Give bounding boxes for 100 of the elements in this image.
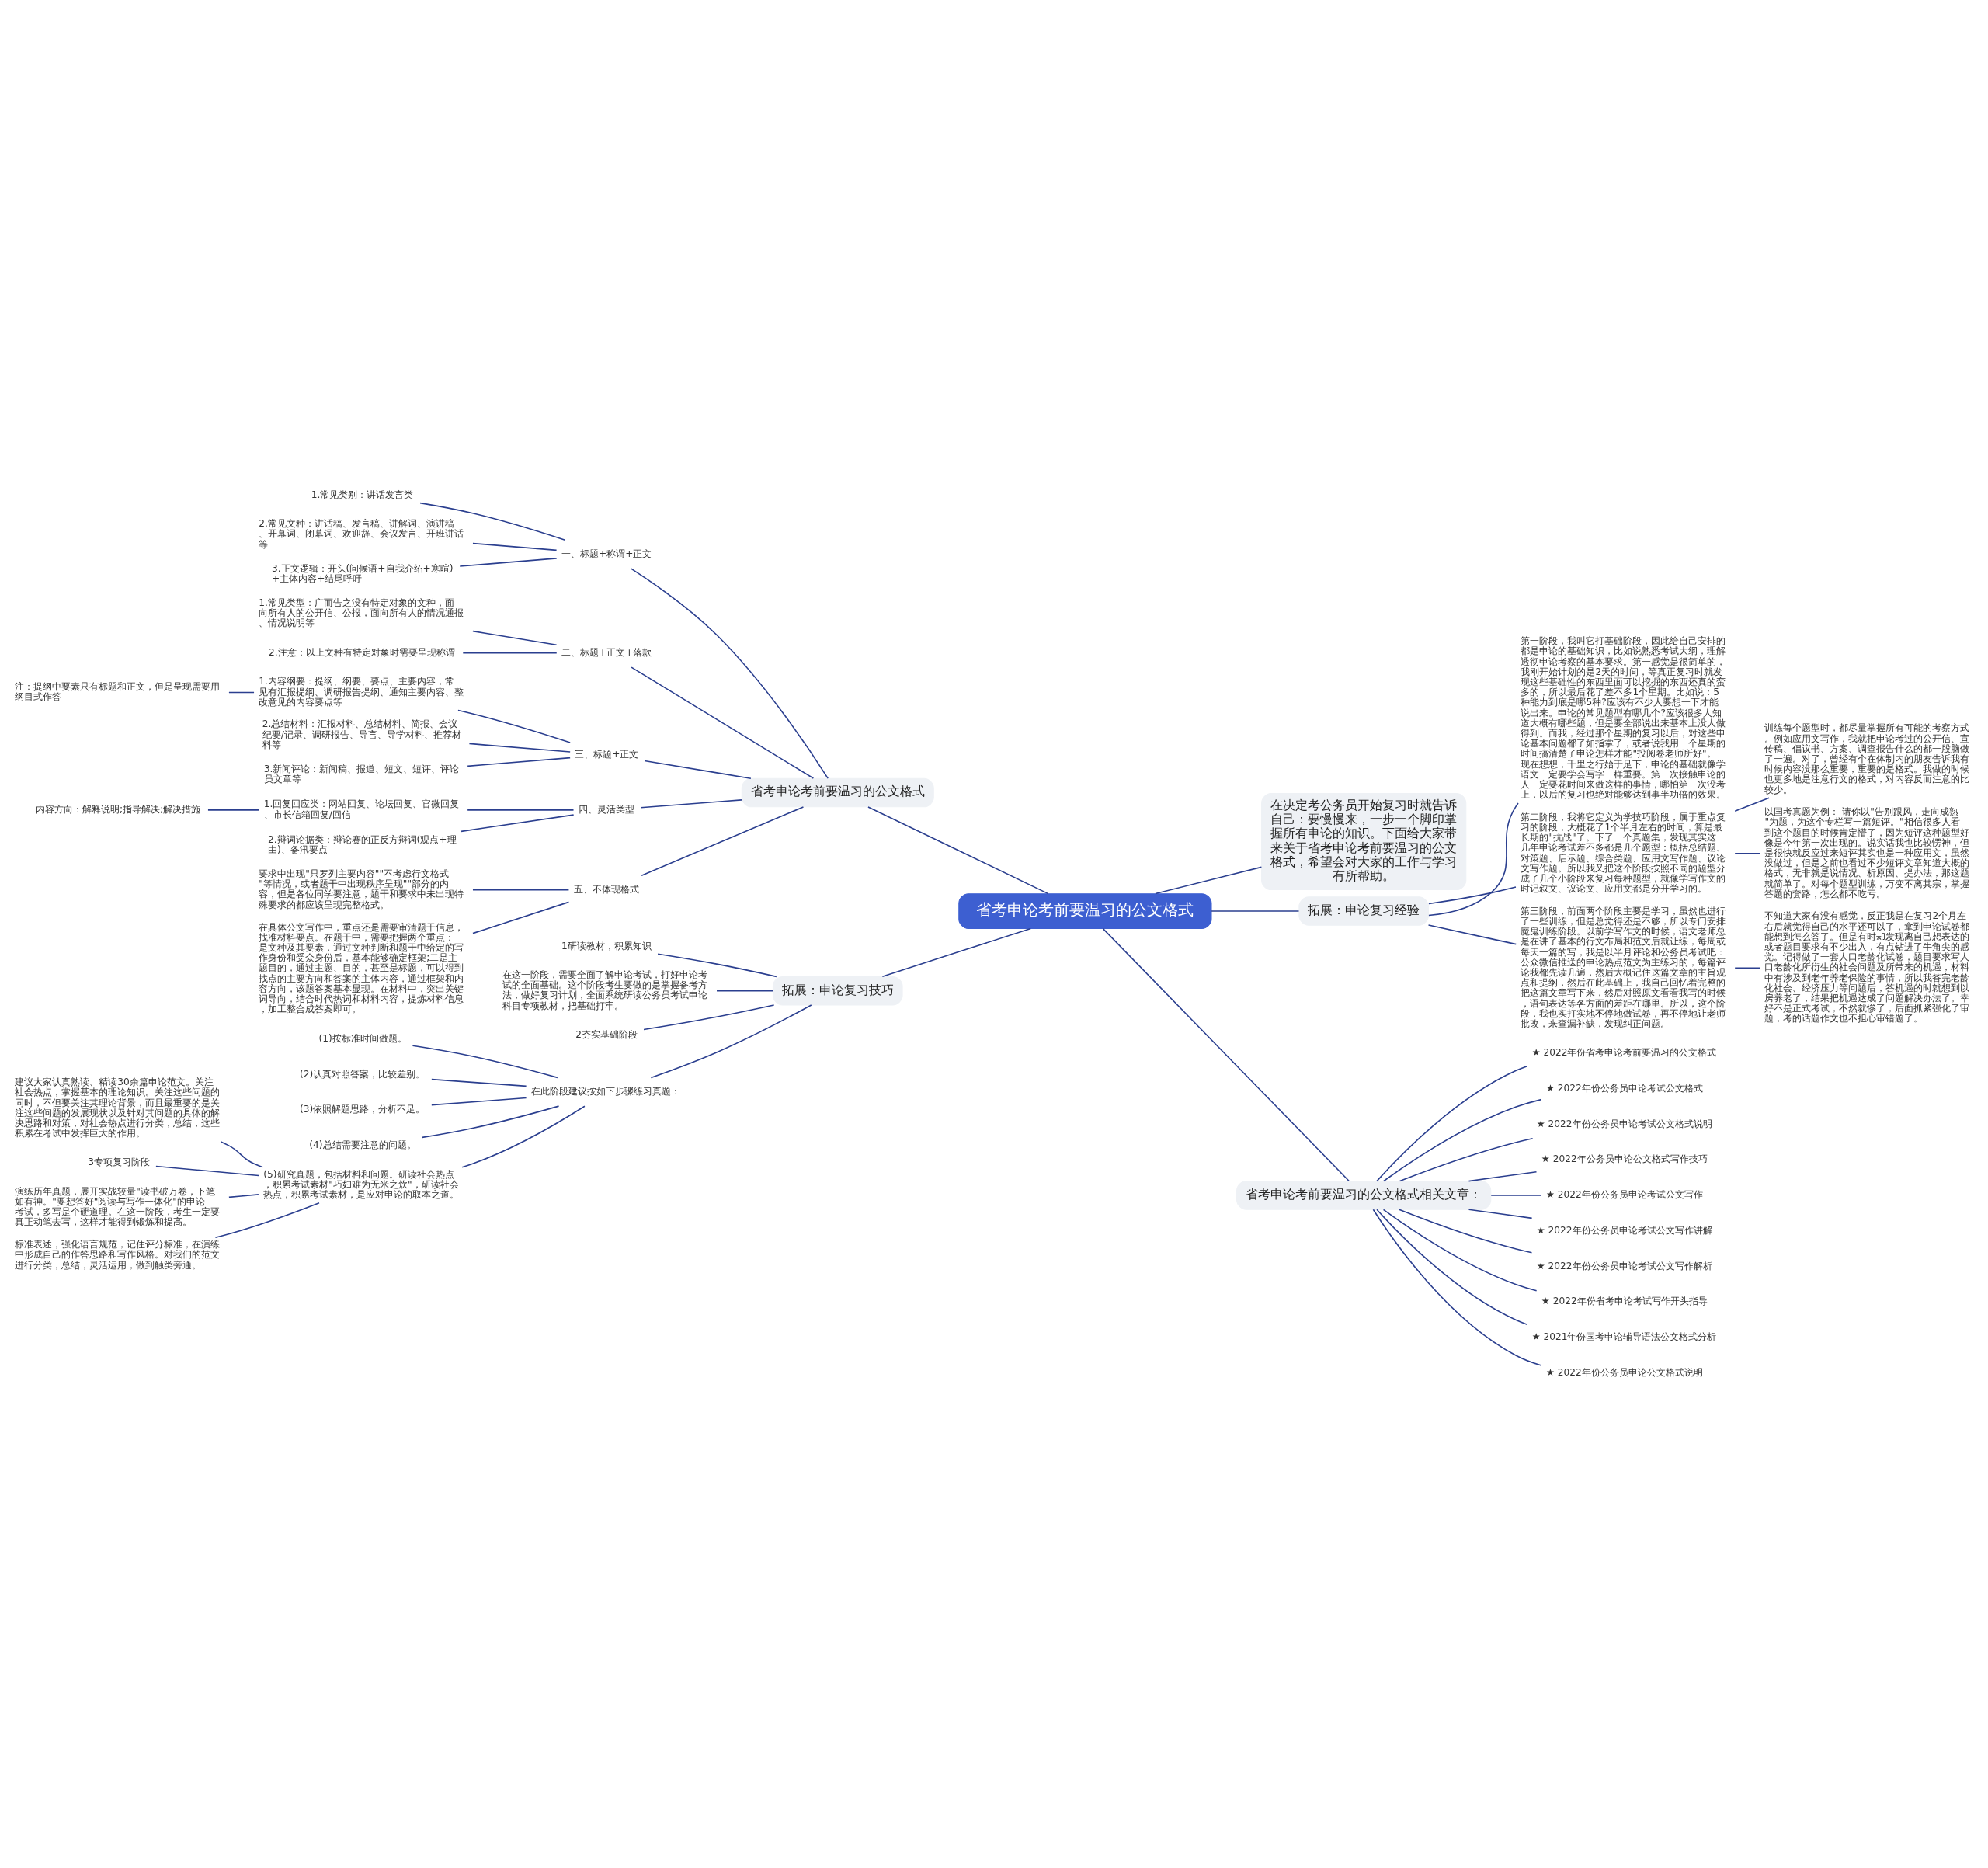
node-text: 2.注意：以上文种有特定对象时需要呈现称谓 [268, 646, 455, 658]
connector [228, 1194, 259, 1198]
node-box: 在决定考公务员开始复习时就告诉自己：要慢慢来，一步一个脚印掌握所有申论的知识。下面给大家带来关于省考申论考前要温习的公文格式，希望会对大家的工作与学习有所帮助。 [1260, 793, 1466, 891]
node-text: ★ 2022年份公务员申论考试公文写作解析 [1536, 1260, 1712, 1271]
connector [1382, 1098, 1541, 1182]
connector [214, 1202, 320, 1239]
connector [466, 809, 574, 811]
node-box: 省考申论考前要温习的公文格式 [958, 893, 1211, 929]
connector [1375, 1209, 1527, 1325]
connector [466, 757, 571, 767]
node-text: 在具体公文写作中，重点还是需要审清题干信息，找准材料要点。在题干中，需要把握两个重点：一是文种及其要素，通过文种判断和题干中给定的写作身份和受众身份后，基本能够确定框架;二是主题目的，通过主题、目的，甚至是标题，可以得到找点的主要方向和答案的主体内容，通过框架和内容方向，该题答案基本显现。在材料中，突出关键词导向，结合时代热词和材料内容，提炼材料信息，加工整合成答案即可。 [258, 921, 464, 1015]
connector [471, 542, 557, 551]
connector [1154, 866, 1262, 895]
connector [412, 1045, 558, 1079]
connector [881, 927, 1031, 978]
node-text: 内容方向：解释说明;指导解决;解决措施 [35, 804, 200, 816]
connector [630, 568, 829, 779]
node-text: ★ 2022年份公务员申论考试公文写作 [1545, 1189, 1703, 1201]
node-text: (1)按标准时间做题。 [318, 1032, 407, 1044]
node-text: ★ 2021年份国考申论辅导语法公文格式分析 [1531, 1331, 1716, 1343]
node-text: 3专项复习阶段 [87, 1157, 150, 1168]
connector [1489, 1195, 1541, 1196]
node-text: 1.常见类型：广而告之没有特定对象的文种，面向所有人的公开信、公报，面向所有人的情况通报、情况说明等 [258, 597, 464, 629]
connector [1372, 1209, 1542, 1366]
connector [419, 502, 565, 541]
connector [220, 1141, 263, 1168]
node-text: 五、不体现格式 [573, 883, 639, 895]
connector [207, 809, 259, 811]
connector [471, 889, 569, 891]
node-text: 3.新闻评论：新闻稿、报道、短文、短评、评论员文章等 [263, 763, 459, 784]
node-text: (5)研究真题，包括材料和问题。研读社会热点，积累考试素材"巧妇难为无米之炊"，研读社会热点，积累考试素材，是应对申论的取本之道。 [262, 1168, 459, 1201]
node-text: 注：提纲中要素只有标题和正文，但是呈现需要用纲目式作答 [14, 681, 220, 703]
connector [1733, 797, 1770, 812]
node-text: 2.常见文种：讲话稿、发言稿、讲解词、演讲稿、开幕词、闭幕词、欢迎辞、会议发言、开班讲话等 [258, 518, 464, 550]
connector [650, 1004, 812, 1079]
node-text: ★ 2022年份省考申论考试写作开头指导 [1541, 1296, 1708, 1307]
node-text: 第三阶段，前面两个阶段主要是学习，虽然也进行了一些训练，但是总觉得还是不够，所以专门安排魔鬼训练阶段。以前学写作文的时候，语文老师总是在讲了基本的行文布局和范文后就让练，每周或每天一篇的写，我是以半月评论和公务员考试吧：公众微信推送的申论热点范文为主练习的，每篇评论我都先读几遍，然后大概记住这篇文章的主旨观点和提纲，然后在此基础上，我自己回忆着完整的把这篇文章写下来，然后对照原文看看我写的时候，语句表达等各方面的差距在哪里。所以，这个阶段，我也实打实地不停地做试卷，再不停地让老师批改，来查漏补缺，发现纠正问题。 [1520, 905, 1726, 1030]
connector [1427, 886, 1517, 905]
node-text: (4)总结需要注意的问题。 [308, 1139, 416, 1151]
connector [430, 1078, 527, 1087]
connector [460, 814, 574, 833]
node-text: 标准表述，强化语言规范，记住评分标准，在演练中形成自己的作答思路和写作风格。对我们的范文进行分类，总结，灵活运用，做到触类旁通。 [14, 1239, 220, 1271]
connector [1375, 1065, 1527, 1182]
node-text: 在这一阶段，需要全面了解申论考试，打好申论考试的全面基础。这个阶段考生要做的是掌握备考方法，做好复习计划，全面系统研读公务员考试申论科目专项教材，把基础打牢。 [502, 969, 707, 1011]
connector [458, 558, 558, 567]
connector [630, 666, 814, 779]
connector [421, 1105, 559, 1139]
connector [1102, 927, 1350, 1182]
node-text: 不知道大家有没有感觉，反正我是在复习2个月左右后就觉得自己的水平还可以了，拿到申论试卷都能想到怎么答了。但是有时却发现离自己想表达的或者题目要求有不少出入，有点钻进了牛角尖的感觉。记得做了一套人口老龄化试卷，题目要求写人口老龄化所衍生的社会问题及所带来的机遇，材料中有涉及到老年养老保险的事情，所以我答完老龄化社会、经济压力等问题后，答机遇的时就想到以房养老了，结果把机遇达成了问题解决办法了。幸好不是正式考试，不然就惨了，后面抓紧强化了审题，考的话题作文也不担心审错题了。 [1764, 910, 1969, 1024]
connector [461, 652, 558, 654]
connector [430, 1097, 527, 1106]
connector [1733, 853, 1760, 854]
node-text: 2.总结材料：汇报材料、总结材料、简报、会议纪要/记录、调研报告、导言、导学材料、推荐材料等 [262, 718, 461, 750]
node-box: 拓展：申论复习经验 [1298, 896, 1429, 926]
node-text: ★ 2022年份省考申论考前要温习的公文格式 [1531, 1047, 1716, 1059]
node-text: (3)依照解题思路，分析不足。 [299, 1104, 425, 1115]
node-text: 在此阶段建议按如下步骤练习真题： [530, 1085, 680, 1097]
connector [1427, 924, 1517, 945]
connector [471, 630, 557, 645]
node-text: 第一阶段，我叫它打基础阶段，因此给自己安排的都是申论的基础知识，比如说熟悉考试大纲，理解透彻申论考察的基本要求。第一感觉是很简单的，我刚开始计划的是2天的时间，等真正复习时就发现这些基础性的东西里面可以挖掘的东西还真的蛮多的，所以最后花了差不多1个星期。比如说：5种能力到底是哪5种?应该有不少人要想一下才能说出来。申论的常见题型有哪几个?应该很多人知道大概有哪些题，但是要全部说出来基本上没人做得到。而我，经过那个星期的复习以后，对这些申论基本问题都了如指掌了，或者说我用一个星期的时间搞清楚了申论怎样才能"投阅卷老师所好"。现在想想，千里之行始于足下，申论的基础就像学语文一定要学会写字一样重要。第一次接触申论的人一定要花时间来做这样的事情，哪怕第一次没考上，以后的复习也绝对能够达到事半功倍的效果。 [1520, 635, 1726, 801]
connector [642, 1004, 774, 1031]
connector [1210, 910, 1299, 912]
node-text: 第二阶段，我将它定义为学技巧阶段，属于重点复习的阶段，大概花了1个半月左右的时间，算是最长期的"抗战"了。下了一个真题集，发现其实这几年申论考试差不多都是几个题型：概括总结题、对策题、启示题、综合类题、应用文写作题、议论文写作题。所以我又把这个阶段按照不同的题型分成了几个小阶段来复习每种题型，就像学写作文的时记叙文、议论文、应用文都是分开学习的。 [1520, 811, 1726, 895]
connector [656, 953, 777, 978]
node-text: 四、灵活类型 [578, 804, 634, 816]
node-text: 3.正文逻辑：开头(问候语+自我介绍+寒暄)+主体内容+结尾呼吁 [271, 562, 454, 584]
connector [1398, 1209, 1532, 1254]
node-text: 1.回复回应类：网站回复、论坛回复、官微回复、市长信箱回复/回信 [263, 798, 459, 820]
node-box: 省考申论考前要温习的公文格式 [741, 777, 934, 808]
node-text: 要求中出现"只罗列主要内容""不考虑行文格式"等情况，或者题干中出现秩序呈现""部分的内容，但是各位同学要注意，题干和要求中未出现特殊要求的都应该呈现完整格式。 [258, 868, 464, 910]
connector [640, 806, 804, 877]
connector [461, 1105, 586, 1168]
connector [1399, 1138, 1533, 1182]
connector [468, 743, 571, 753]
node-text: ★ 2022年公务员申论公文格式写作技巧 [1541, 1153, 1708, 1165]
node-text: ★ 2022年份公务员申论公文格式说明 [1545, 1366, 1703, 1378]
connector [471, 901, 569, 934]
node-text: ★ 2022年份公务员申论考试公文格式说明 [1536, 1118, 1712, 1129]
connector [715, 990, 773, 992]
node-box: 拓展：申论复习技巧 [772, 976, 903, 1006]
node-text: 2.辩词论据类：辩论赛的正反方辩词(观点+理由)、备汛要点 [267, 834, 457, 856]
node-text: 1研读教材，积累知识 [561, 940, 652, 951]
connector [639, 799, 742, 809]
node-box: 省考申论考前要温习的公文格式相关文章： [1236, 1181, 1491, 1210]
node-text: ★ 2022年份公务员申论考试公文格式 [1545, 1082, 1703, 1094]
connector [457, 709, 571, 743]
connector [867, 806, 1049, 895]
node-text: 三、标题+正文 [574, 748, 639, 760]
connector [1468, 1171, 1537, 1182]
connector [155, 1165, 259, 1177]
node-text: 二、标题+正文+落款 [561, 646, 652, 658]
node-text: 建议大家认真熟读、精读30余篇申论范文。关注社会热点，掌握基本的理论知识。关注这些问题的同时，不但要关注其理论背景，而且最重要的是关注这些问题的发展现状以及针对其问题的具体的解决思路和对策，对社会热点进行分类，总结，这些积累在考试中发挥巨大的作用。 [14, 1077, 220, 1139]
connector [1382, 1209, 1537, 1292]
node-text: 2夯实基础阶段 [575, 1028, 638, 1040]
node-text: 以国考真题为例： 请你以"告别跟风，走向成熟"为题，为这个专栏写一篇短评。"相信很多人看到这个题目的时候肯定懵了，因为短评这种题型好像是今年第一次出现的。说实话我也比较愣神，但是很快就反应过来短评其实也是一种应用文，虽然没做过，但是之前也看过不少短评文章知道大概的格式，无非就是说情况、析原因、提办法，那这题就简单了。对每个题型训练，万变不离其宗，掌握答题的套路，怎么都不吃亏。 [1764, 806, 1969, 899]
node-text: (2)认真对照答案，比较差别。 [299, 1068, 425, 1080]
connector [228, 691, 255, 694]
connector [1427, 802, 1519, 917]
node-text: 一、标题+称谓+正文 [561, 548, 652, 559]
node-text: 演练历年真题，展开实战较量"读书破万卷，下笔如有神。"要想答好"阅读与写作一体化"的申论考试，多写是个硬道理。在这一阶段，考生一定要真正动笔去写，这样才能得到锻炼和提高。 [14, 1185, 220, 1228]
